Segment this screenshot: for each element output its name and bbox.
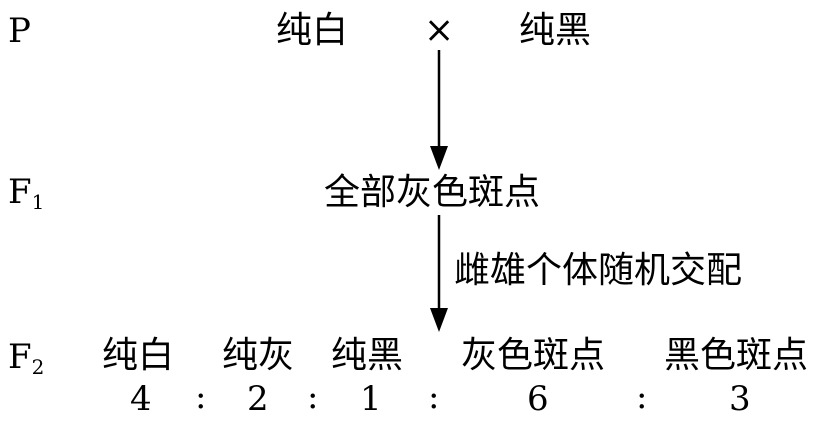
parent-pure-white: 纯白 <box>276 10 349 51</box>
ratio-value-gray-spotted: 6 <box>527 379 549 419</box>
f2-phenotype-gray-spotted: 灰色斑点 <box>461 335 606 376</box>
generation-label-f2: F2 <box>8 337 45 379</box>
f2-phenotype-pure-white: 纯白 <box>102 335 175 376</box>
f2-phenotype-black-spotted: 黑色斑点 <box>664 335 809 376</box>
mating-label: 雌雄个体随机交配 <box>454 250 743 291</box>
f2-phenotype-pure-gray: 纯灰 <box>222 335 295 376</box>
ratio-value-black-spotted: 3 <box>729 379 751 419</box>
ratio-value-pure-black: 1 <box>360 379 382 419</box>
ratio-value-pure-gray: 2 <box>247 379 269 419</box>
cross-symbol: × <box>424 10 455 51</box>
generation-label-f1: F1 <box>8 172 45 214</box>
ratio-separator: : <box>195 377 207 417</box>
arrow-p-to-f1-head <box>430 146 448 170</box>
ratio-value-pure-white: 4 <box>130 379 152 419</box>
generation-label-p: P <box>8 11 31 51</box>
arrow-f1-to-f2-head <box>430 308 448 332</box>
f2-phenotype-pure-black: 纯黑 <box>331 335 404 376</box>
parent-pure-black: 纯黑 <box>519 10 592 51</box>
f1-result: 全部灰色斑点 <box>324 172 541 213</box>
ratio-separator: : <box>636 377 648 417</box>
ratio-separator: : <box>307 377 319 417</box>
ratio-separator: : <box>428 377 440 417</box>
